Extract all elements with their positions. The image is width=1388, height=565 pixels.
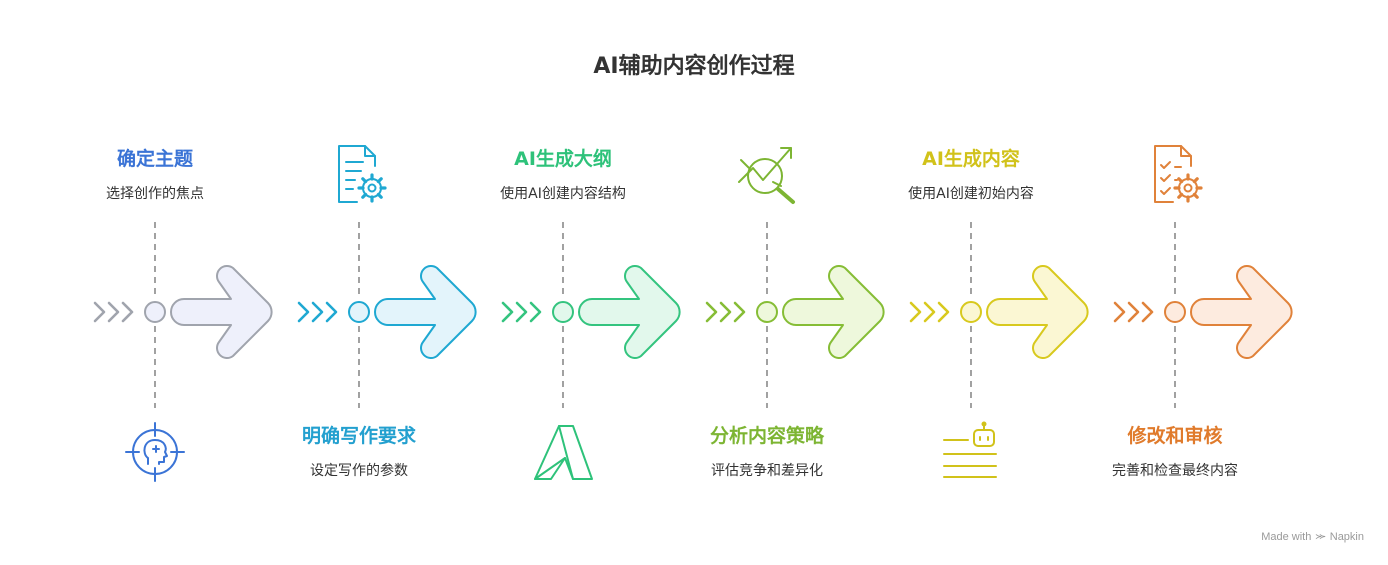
step-description: 评估竞争和差异化: [711, 463, 823, 479]
step-description: 使用AI创建初始内容: [908, 186, 1034, 202]
step-3: [501, 222, 681, 480]
step-arrow: [782, 265, 885, 359]
step-title: 明确写作要求: [301, 425, 416, 447]
watermark-brand: Napkin: [1329, 530, 1364, 543]
chevrons: [93, 301, 134, 323]
step-arrow: [578, 265, 681, 359]
checklist-gear-icon: [1154, 145, 1203, 203]
chevrons: [1113, 301, 1154, 323]
step-title: 确定主题: [116, 148, 193, 170]
chevrons: [909, 301, 950, 323]
step-node: [144, 301, 166, 323]
step-arrow: [374, 265, 477, 359]
trend-magnifier-icon: [738, 147, 795, 204]
step-arrow: [170, 265, 273, 359]
target-head-icon: [125, 422, 185, 482]
chevrons: [501, 301, 542, 323]
step-1: [93, 222, 273, 482]
step-arrow: [1190, 265, 1293, 359]
napkin-logo-icon: ⪼: [1315, 530, 1326, 542]
step-title: 修改和审核: [1127, 425, 1223, 447]
robot-text-icon: [943, 421, 997, 478]
step-node: [756, 301, 778, 323]
step-node: [1164, 301, 1186, 323]
chevrons: [705, 301, 746, 323]
step-6: [1113, 145, 1293, 408]
step-arrow: [986, 265, 1089, 359]
document-gear-icon: [338, 145, 387, 203]
step-description: 设定写作的参数: [310, 463, 408, 479]
diagram-title: AI辅助内容创作过程: [593, 54, 795, 79]
step-node: [552, 301, 574, 323]
step-description: 选择创作的焦点: [106, 186, 204, 202]
step-4: [705, 147, 885, 408]
step-title: 分析内容策略: [709, 425, 824, 447]
step-description: 使用AI创建内容结构: [500, 186, 626, 202]
step-title: AI生成大纲: [514, 148, 612, 170]
chevrons: [297, 301, 338, 323]
step-description: 完善和检查最终内容: [1112, 463, 1238, 479]
watermark: Made with ⪼ Napkin: [1261, 530, 1364, 543]
letter-a-icon: [534, 425, 593, 480]
step-5: [909, 222, 1089, 478]
step-node: [960, 301, 982, 323]
step-title: AI生成内容: [922, 148, 1020, 170]
watermark-text: Made with: [1261, 530, 1312, 543]
step-node: [348, 301, 370, 323]
step-2: [297, 145, 477, 408]
